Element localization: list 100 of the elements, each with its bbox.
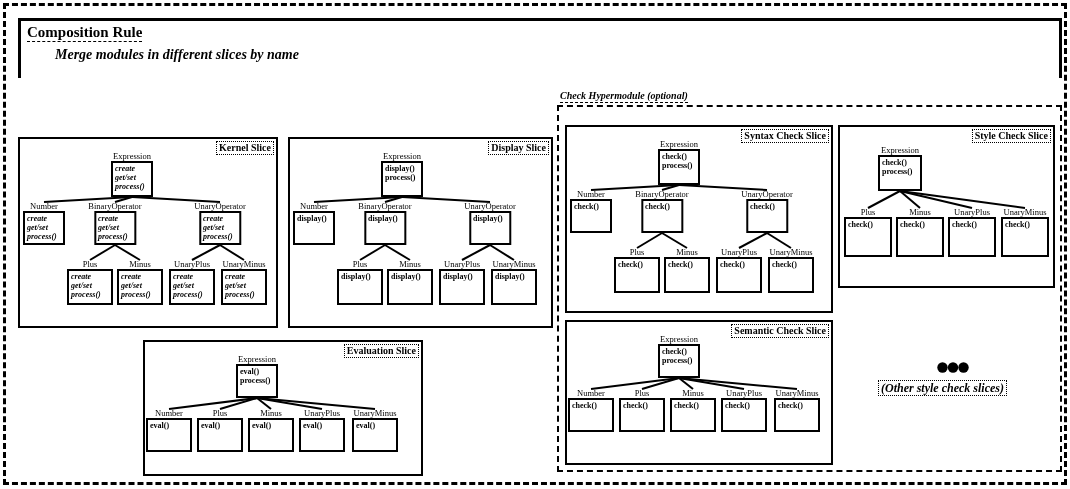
method-name: get/set xyxy=(225,281,246,290)
method-name: check() xyxy=(778,401,803,410)
class-name: UnaryPlus xyxy=(954,207,990,217)
method-name: display() xyxy=(495,272,525,281)
method-name: get/set xyxy=(71,281,92,290)
method-name: check() xyxy=(574,202,599,211)
method-name: check() xyxy=(572,401,597,410)
class-name: Minus xyxy=(909,207,931,217)
class-name: Number xyxy=(30,201,58,211)
class-name: Plus xyxy=(629,247,645,257)
method-name: check() xyxy=(848,220,873,229)
slice-title: Semantic Check Slice xyxy=(731,324,829,338)
class-name: Minus xyxy=(676,247,698,257)
slice-title: Kernel Slice xyxy=(216,141,274,155)
method-name: eval() xyxy=(252,421,272,430)
rule-text: Merge modules in different slices by name xyxy=(55,46,300,63)
method-name: get/set xyxy=(98,223,119,232)
slice-title: Display Slice xyxy=(488,141,549,155)
rule-box xyxy=(18,18,1062,78)
method-name: check() xyxy=(900,220,925,229)
method-name: create xyxy=(173,272,193,281)
class-name: Plus xyxy=(82,259,98,269)
tree-line xyxy=(636,232,663,249)
method-name: check() xyxy=(668,260,693,269)
tree-line xyxy=(114,196,133,203)
tree-line xyxy=(678,184,768,191)
method-name: create xyxy=(121,272,141,281)
method-name: eval() xyxy=(150,421,170,430)
class-name: Minus xyxy=(682,388,704,398)
method-name: check() xyxy=(1005,220,1030,229)
class-name: UnaryPlus xyxy=(726,388,762,398)
method-name: display() xyxy=(473,214,503,223)
slice-title: Syntax Check Slice xyxy=(741,129,829,143)
method-name: create xyxy=(203,214,223,223)
rule-heading: Composition Rule xyxy=(27,23,143,42)
method-name: get/set xyxy=(27,223,48,232)
method-name: process() xyxy=(240,376,271,385)
class-name: UnaryOperator xyxy=(194,201,246,211)
tree-line xyxy=(867,190,901,209)
hypermodule-title: Check Hypermodule (optional) xyxy=(560,90,688,103)
slice-frame xyxy=(18,137,278,328)
method-name: display() xyxy=(297,214,327,223)
tree-line xyxy=(114,244,141,261)
class-name: Expression xyxy=(660,139,698,149)
tree-line xyxy=(384,244,411,261)
method-name: process() xyxy=(27,232,57,241)
method-name: display() xyxy=(341,272,371,281)
class-name: BinaryOperator xyxy=(88,201,142,211)
method-name: eval() xyxy=(240,367,260,376)
class-name: BinaryOperator xyxy=(635,189,689,199)
class-name: Plus xyxy=(352,259,368,269)
class-name: Expression xyxy=(113,151,151,161)
class-name: UnaryPlus xyxy=(444,259,480,269)
method-name: create xyxy=(98,214,118,223)
class-name: Number xyxy=(577,388,605,398)
tree-line xyxy=(899,190,921,209)
class-name: Expression xyxy=(881,145,919,155)
class-name: Expression xyxy=(238,354,276,364)
method-name: display() xyxy=(385,164,415,173)
class-name: Number xyxy=(300,201,328,211)
tree-line xyxy=(359,244,386,261)
tree-line xyxy=(89,244,116,261)
method-name: create xyxy=(27,214,47,223)
tree-line xyxy=(384,196,403,203)
method-name: get/set xyxy=(203,223,224,232)
slice-title: Evaluation Slice xyxy=(343,344,419,358)
slice-frame xyxy=(288,137,553,328)
tree-line xyxy=(766,232,792,249)
slice-frame xyxy=(565,125,833,313)
tree-line xyxy=(461,244,491,261)
class-name: Minus xyxy=(399,259,421,269)
method-name: process() xyxy=(225,290,255,299)
slice-frame xyxy=(565,320,833,465)
class-name: UnaryOperator xyxy=(741,189,793,199)
method-name: process() xyxy=(203,232,233,241)
class-name: UnaryPlus xyxy=(174,259,210,269)
class-name: Expression xyxy=(383,151,421,161)
method-name: process() xyxy=(662,161,693,170)
class-name: UnaryMinus xyxy=(1003,207,1047,217)
method-name: process() xyxy=(71,290,101,299)
class-name: Number xyxy=(577,189,605,199)
slice-frame xyxy=(838,125,1055,288)
tree-line xyxy=(738,232,768,249)
method-name: create xyxy=(115,164,135,173)
class-name: Plus xyxy=(634,388,650,398)
class-name: BinaryOperator xyxy=(358,201,412,211)
method-name: get/set xyxy=(115,173,136,182)
method-name: eval() xyxy=(201,421,221,430)
slice-title: Style Check Slice xyxy=(971,129,1051,143)
tree-line xyxy=(219,397,258,410)
class-name: Expression xyxy=(660,334,698,344)
tree-line xyxy=(641,377,680,390)
class-name: Minus xyxy=(129,259,151,269)
method-name: check() xyxy=(725,401,750,410)
tree-line xyxy=(131,196,221,203)
method-name: check() xyxy=(623,401,648,410)
method-name: display() xyxy=(391,272,421,281)
class-name: UnaryMinus xyxy=(222,259,266,269)
class-name: Plus xyxy=(860,207,876,217)
class-name: Plus xyxy=(212,408,228,418)
